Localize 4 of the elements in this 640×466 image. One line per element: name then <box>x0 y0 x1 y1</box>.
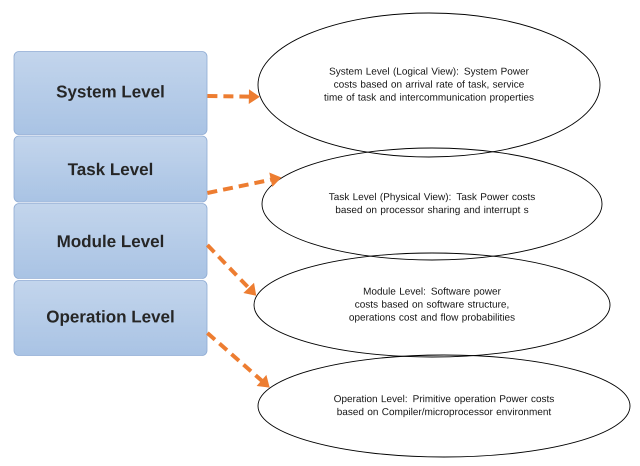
level-box: Module Level <box>14 203 208 279</box>
level-box: Operation Level <box>14 280 208 356</box>
level-box: System Level <box>14 51 208 135</box>
level-box: Task Level <box>14 136 208 202</box>
